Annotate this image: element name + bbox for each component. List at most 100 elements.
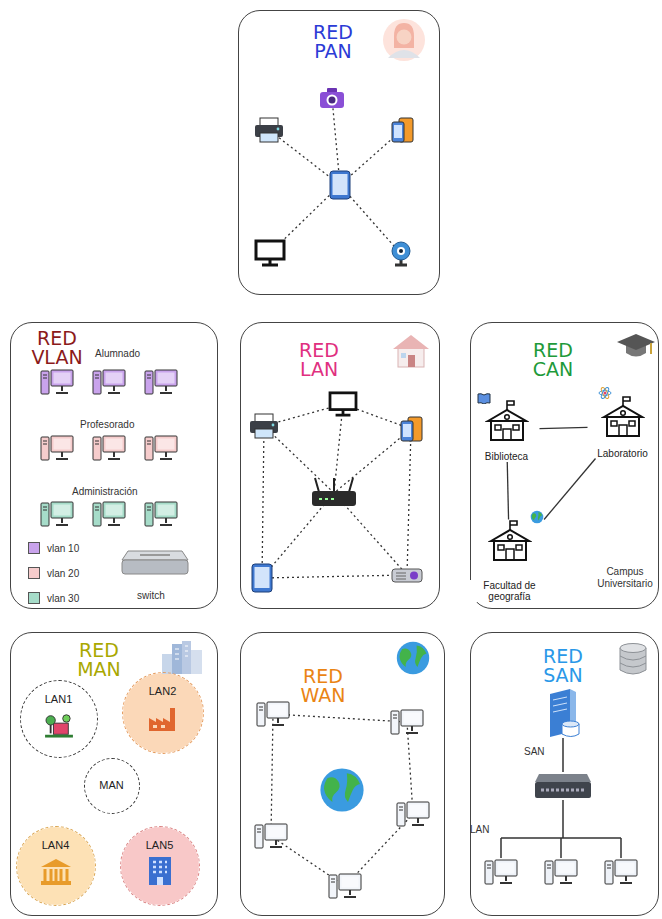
phone-icon (401, 417, 422, 441)
legend-text: vlan 30 (47, 593, 79, 604)
node-label: MAN (99, 779, 123, 791)
network-panel: RED SAN (470, 632, 659, 916)
tablet-icon (252, 564, 272, 592)
computer-icon (93, 436, 125, 460)
computer-icon (545, 860, 577, 884)
house-icon (393, 335, 429, 367)
computer-icon (605, 860, 637, 884)
computer-icon (255, 824, 287, 848)
network-panel: RED VLAN (10, 322, 218, 609)
node-label: LAN1 (45, 693, 73, 705)
label-slot: switch (137, 590, 187, 602)
lan-circle-fill (123, 673, 203, 753)
campus-building: Biblioteca (474, 398, 540, 462)
text-label: SAN (524, 746, 558, 758)
computer-icon (397, 802, 429, 826)
lan-circle: LAN2 (122, 672, 204, 754)
network-panel: RED MAN LAN1 LAN2MAN LAN4 LAN5 (10, 632, 218, 916)
label-slot: Alumnado (95, 348, 165, 360)
city-icon (162, 641, 202, 674)
graduation-cap-icon (617, 334, 655, 357)
node-label: Laboratorio (596, 448, 649, 459)
database-icon (620, 644, 646, 675)
label-slot: LAN (470, 824, 500, 836)
legend-swatch (28, 542, 40, 554)
monitor-icon (330, 393, 356, 415)
text-label: Administración (72, 486, 162, 498)
node-label: Facultad de geografía (469, 580, 551, 602)
computer-icon (93, 502, 125, 526)
panel-title: RED MAN (67, 641, 131, 679)
building-icon (488, 401, 526, 440)
lan-circle: LAN1 (20, 680, 98, 758)
computer-icon (145, 436, 177, 460)
tablet-icon (330, 171, 350, 199)
office-building-icon (149, 857, 171, 885)
lan-link (262, 404, 411, 578)
text-label: Profesorado (80, 419, 160, 431)
switch-icon (122, 551, 188, 574)
label-slot: SAN (524, 746, 558, 758)
building-icon (604, 397, 642, 436)
legend-swatch (28, 567, 40, 579)
text-label: LAN (470, 824, 500, 836)
lan-circle-fill (85, 759, 139, 813)
text-label: Campus Universitario (594, 566, 656, 589)
panel-title: RED CAN (521, 341, 585, 379)
label-slot: Administración (72, 486, 162, 498)
text-label: switch (137, 590, 187, 602)
legend-swatch (28, 592, 40, 604)
campus-building: Facultad de geografía (469, 520, 551, 602)
computer-icon (93, 370, 125, 394)
label-slot: Profesorado (80, 419, 160, 431)
network-panel: RED PAN (238, 10, 440, 295)
lan-circle-fill (21, 681, 97, 757)
legend-text: vlan 10 (47, 543, 79, 554)
node-label: LAN5 (146, 839, 174, 851)
computer-icon (329, 874, 361, 898)
camera-icon (320, 88, 344, 108)
campus-link (540, 427, 588, 428)
computer-icon (145, 370, 177, 394)
bank-icon (41, 859, 71, 885)
factory-icon (149, 708, 175, 731)
lan-circle-fill (121, 827, 199, 905)
network-panel: RED LAN (240, 322, 440, 609)
printer-icon (255, 118, 283, 142)
router-icon (312, 478, 356, 506)
wireless-link (269, 98, 402, 254)
globe-icon (531, 511, 544, 524)
server-icon (550, 689, 579, 737)
panel-title: RED PAN (301, 23, 365, 61)
vlan-computers (41, 370, 177, 526)
projector-icon (392, 569, 422, 582)
lan-circle-fill (17, 827, 95, 905)
legend-entry: vlan 20 (28, 563, 79, 581)
lan-circle: MAN (84, 758, 140, 814)
campus-link (544, 459, 595, 520)
book-icon (478, 394, 490, 404)
campus-link (507, 462, 508, 520)
lan-circle: LAN5 (120, 826, 200, 906)
legend-entry: vlan 10 (28, 538, 79, 556)
computer-icon (41, 370, 73, 394)
atom-icon (599, 387, 611, 400)
map-icon (45, 715, 73, 736)
computer-icon (41, 436, 73, 460)
webcam-icon (392, 242, 410, 265)
phone-icon (392, 118, 413, 142)
lan-circle: LAN4 (16, 826, 96, 906)
monitor-icon (256, 241, 284, 265)
computer-icon (41, 502, 73, 526)
panel-title: RED SAN (531, 647, 595, 685)
computer-icon (257, 702, 289, 726)
printer-icon (250, 414, 278, 438)
computer-icon (391, 710, 423, 734)
globe-icon (397, 642, 429, 674)
person-icon (383, 19, 425, 61)
panel-title: RED WAN (291, 667, 355, 705)
wan-link (271, 714, 413, 886)
node-label: LAN2 (149, 685, 177, 697)
campus-building: Laboratorio (588, 395, 658, 459)
